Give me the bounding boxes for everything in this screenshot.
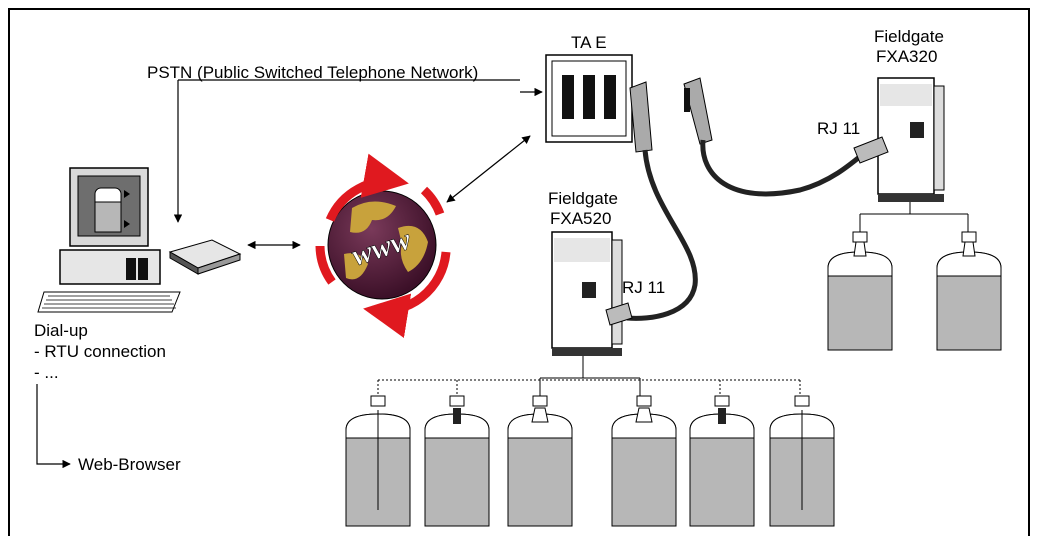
fieldgate-fxa520	[551, 231, 633, 356]
fxa520-label-line1: Fieldgate	[548, 189, 618, 208]
tae-label: TA E	[571, 33, 607, 52]
tank-fxa520-2	[424, 395, 490, 527]
cable-fxa520	[626, 149, 698, 321]
web-browser-arrow	[36, 384, 71, 469]
tank-fxa520-5	[689, 395, 755, 527]
frame-border	[8, 8, 1030, 536]
dialup-label: Dial-up	[34, 321, 88, 340]
fxa520-label-line2: FXA520	[550, 209, 611, 228]
fxa320-label-line2: FXA320	[876, 47, 937, 66]
fieldgate-fxa320	[853, 77, 945, 202]
tae-plug	[683, 77, 713, 145]
pstn-connection	[173, 79, 543, 223]
tank-fxa320-1	[827, 231, 893, 351]
rtu-connection-label: - RTU connection	[34, 342, 166, 361]
computer-icon	[37, 167, 181, 313]
tae-socket	[545, 54, 653, 153]
pstn-label: PSTN (Public Switched Telephone Network)	[147, 63, 478, 82]
fxa320-wiring	[859, 202, 969, 232]
tank-fxa520-3	[507, 395, 573, 527]
fxa320-label-line1: Fieldgate	[874, 27, 944, 46]
rj11-label-fxa520: RJ 11	[622, 278, 665, 297]
rj11-label-fxa320: RJ 11	[817, 119, 860, 138]
cable-fxa320	[700, 139, 870, 197]
fxa520-wiring	[377, 356, 801, 396]
tank-fxa520-6	[769, 395, 835, 527]
ellipsis-label: - ...	[34, 363, 59, 382]
globe-tae-arrow	[446, 135, 531, 203]
tank-fxa520-1	[345, 395, 411, 527]
tank-fxa320-2	[936, 231, 1002, 351]
modem-icon	[168, 239, 242, 275]
web-browser-label: Web-Browser	[78, 455, 181, 474]
tank-fxa520-4	[611, 395, 677, 527]
globe-icon: www	[315, 153, 451, 338]
